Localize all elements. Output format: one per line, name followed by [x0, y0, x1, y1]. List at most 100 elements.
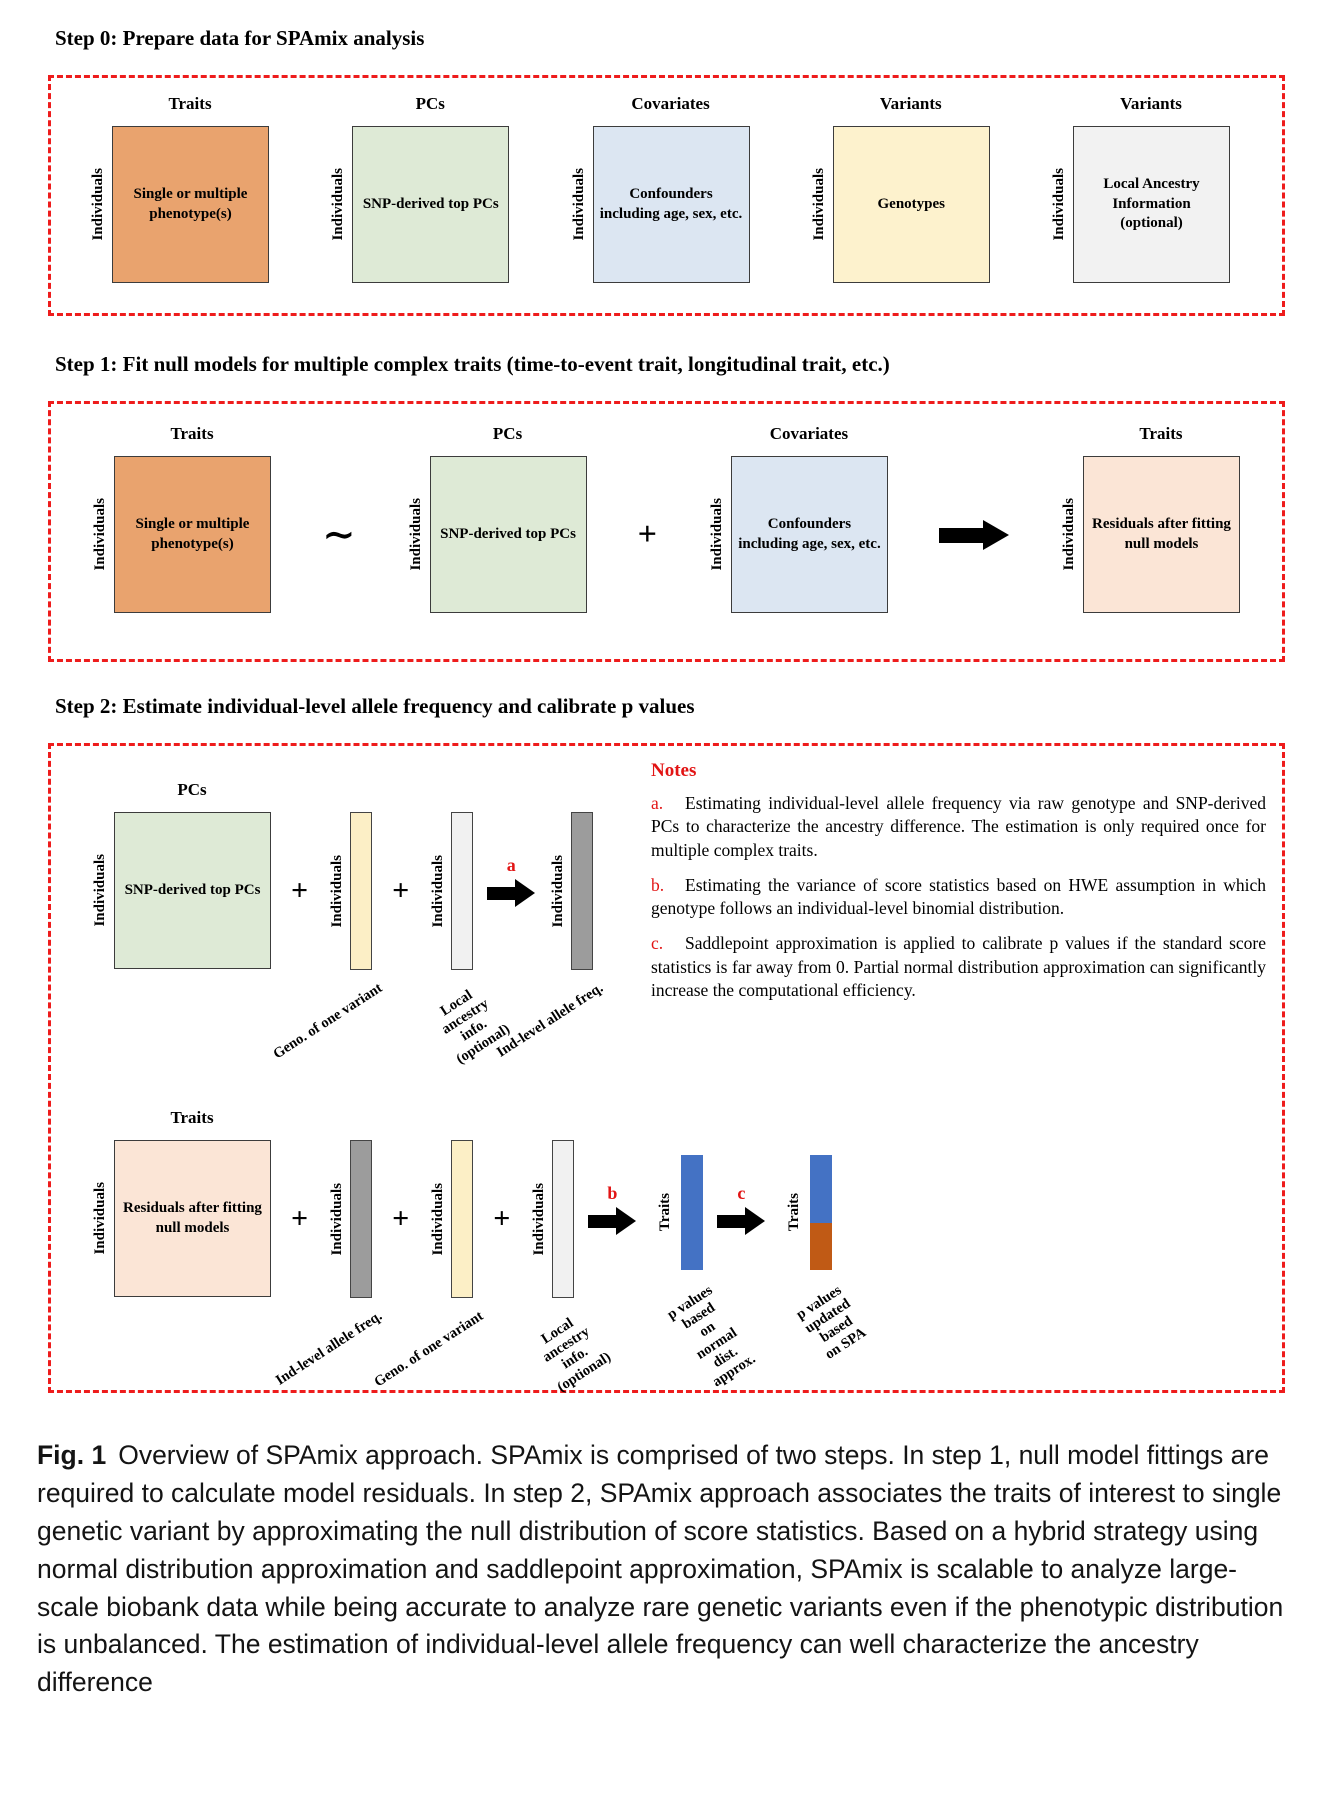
vector-local-ancestry: Individuals Local ancestry info. (option… [530, 1140, 614, 1395]
matrix-header: PCs [492, 424, 523, 443]
individuals-axis-label: Individuals [550, 854, 567, 928]
individuals-axis-label: Individuals [430, 854, 447, 928]
arrow-b-label: b [607, 1183, 618, 1203]
vector-body: Individuals [328, 1140, 373, 1298]
vector-body: Individuals [549, 812, 594, 970]
step2-panel-residuals: Traits Individuals Residuals after fitti… [91, 1108, 271, 1297]
note-a-text: Estimating individual-level allele frequ… [651, 793, 1266, 860]
vector-genotype: Individuals Geno. of one variant [371, 1140, 486, 1390]
step2-panel-pcs: PCs Individuals SNP-derived top PCs [91, 780, 271, 969]
step0-panel-variants-geno: Variants Individuals Genotypes [810, 94, 990, 283]
traits-axis-label: Traits [786, 1193, 803, 1232]
vector-column [350, 812, 373, 970]
step0-box: Traits Individuals Single or multiple ph… [48, 75, 1285, 316]
vector-column [451, 812, 474, 970]
note-b-label: b. [651, 874, 665, 895]
matrix-header: Traits [170, 424, 214, 443]
individuals-axis-label: Individuals [531, 1182, 548, 1256]
result-pvalues-normal: Traits p values based on normal dist. ap… [656, 1155, 759, 1390]
step0-panel-traits: Traits Individuals Single or multiple ph… [89, 94, 269, 283]
vector-column [451, 1140, 474, 1298]
individuals-axis-label: Individuals [708, 498, 725, 571]
matrix-box-pcs: SNP-derived top PCs [429, 456, 587, 613]
individuals-axis-label: Individuals [407, 498, 424, 571]
arrow-c-group: c [717, 1183, 766, 1235]
matrix-header: Traits [168, 94, 212, 113]
matrix-header: PCs [177, 780, 207, 799]
plus-operator: + [637, 516, 657, 553]
result-column-blue [681, 1155, 704, 1270]
note-a: a.Estimating individual-level allele fre… [651, 792, 1266, 862]
vector-body: Individuals [429, 1140, 474, 1298]
arrow-shaft [938, 527, 983, 543]
matrix-body: Individuals SNP-derived top PCs [91, 812, 271, 969]
matrix-box-label: SNP-derived top PCs [124, 881, 261, 898]
matrix-header: Traits [170, 1108, 214, 1127]
matrix-box-label: Confounders including age, sex, etc. [599, 186, 743, 222]
vector-column [552, 1140, 575, 1298]
matrix-body: Individuals Local Ancestry Information (… [1050, 126, 1230, 283]
individuals-axis-label: Individuals [92, 498, 108, 571]
note-a-label: a. [651, 793, 664, 813]
matrix-box-pcs: SNP-derived top PCs [352, 126, 510, 283]
matrix-body: Individuals Genotypes [810, 126, 990, 283]
vector-caption: Ind-level allele freq. [493, 980, 606, 1061]
individuals-axis-label: Individuals [430, 1182, 447, 1256]
arrow-a-group: a [487, 855, 536, 907]
arrow-head [745, 1207, 766, 1235]
step1-panel-residuals: Traits Individuals Residuals after fitti… [1060, 424, 1240, 613]
arrow-shaft [487, 886, 516, 900]
notes-title: Notes [651, 760, 697, 781]
individuals-axis-label: Individuals [92, 1182, 108, 1255]
result-caption: p values based on normal dist. approx. [664, 1282, 759, 1391]
arrow-c-label: c [737, 1183, 746, 1203]
arrow-b-group: b [588, 1183, 637, 1235]
matrix-box-pcs: SNP-derived top PCs [114, 812, 271, 969]
matrix-header: Variants [1120, 94, 1182, 113]
right-arrow-icon [487, 879, 536, 907]
matrix-header: Variants [879, 94, 942, 113]
matrix-box-confounders: Confounders including age, sex, etc. [592, 126, 750, 283]
individuals-axis-label: Individuals [810, 168, 827, 241]
right-arrow-icon [717, 1207, 766, 1235]
result-column-orange-part [810, 1223, 833, 1270]
result-pvalues-spa: Traits p values updated based on SPA [785, 1155, 869, 1362]
matrix-box-residuals: Residuals after fitting null models [114, 1140, 271, 1297]
plus-operator: + [392, 1202, 410, 1235]
vector-body: Individuals [328, 812, 373, 970]
figure-caption-label: Fig. 1 [37, 1440, 107, 1470]
matrix-box-label: Residuals after fitting null models [123, 1200, 262, 1236]
traits-axis-label: Traits [657, 1193, 674, 1232]
matrix-body: Individuals Single or multiple phenotype… [91, 456, 271, 613]
step1-panel-covariates: Covariates Individuals Confounders inclu… [708, 424, 888, 613]
step0-panel-variants-ancestry: Variants Individuals Local Ancestry Info… [1050, 94, 1230, 283]
note-b: b.Estimating the variance of score stati… [651, 874, 1266, 921]
matrix-box-label: Residuals after fitting null models [1092, 516, 1231, 552]
result-caption: p values updated based on SPA [793, 1282, 870, 1363]
individuals-axis-label: Individuals [329, 854, 346, 928]
vector-column [350, 1140, 373, 1298]
matrix-box-phenotypes: Single or multiple phenotype(s) [112, 126, 269, 283]
arrow-shaft [717, 1214, 746, 1228]
note-b-text: Estimating the variance of score statist… [651, 874, 1266, 919]
step0-panel-covariates: Covariates Individuals Confounders inclu… [570, 94, 750, 283]
step1-title: Step 1: Fit null models for multiple com… [55, 352, 890, 376]
note-c-text: Saddlepoint approximation is applied to … [651, 933, 1266, 1000]
individuals-axis-label: Individuals [1060, 498, 1077, 571]
step1-box: Traits Individuals Single or multiple ph… [48, 401, 1285, 662]
matrix-box-label: Confounders including age, sex, etc. [738, 516, 881, 552]
matrix-body: Individuals Confounders including age, s… [708, 456, 888, 613]
individuals-axis-label: Individuals [92, 854, 108, 927]
individuals-axis-label: Individuals [90, 168, 106, 241]
matrix-header: PCs [415, 94, 445, 113]
arrow-head [515, 879, 536, 907]
vector-local-ancestry: Individuals Local ancestry info. (option… [429, 812, 512, 1067]
individuals-axis-label: Individuals [330, 168, 347, 241]
step2-row1: PCs Individuals SNP-derived top PCs + In… [91, 780, 1262, 1067]
matrix-box-label: Genotypes [877, 195, 946, 212]
matrix-box-label: Single or multiple phenotype(s) [135, 516, 250, 552]
vector-allele-freq: Individuals Ind-level allele freq. [494, 812, 606, 1061]
matrix-body: Individuals Single or multiple phenotype… [89, 126, 269, 283]
